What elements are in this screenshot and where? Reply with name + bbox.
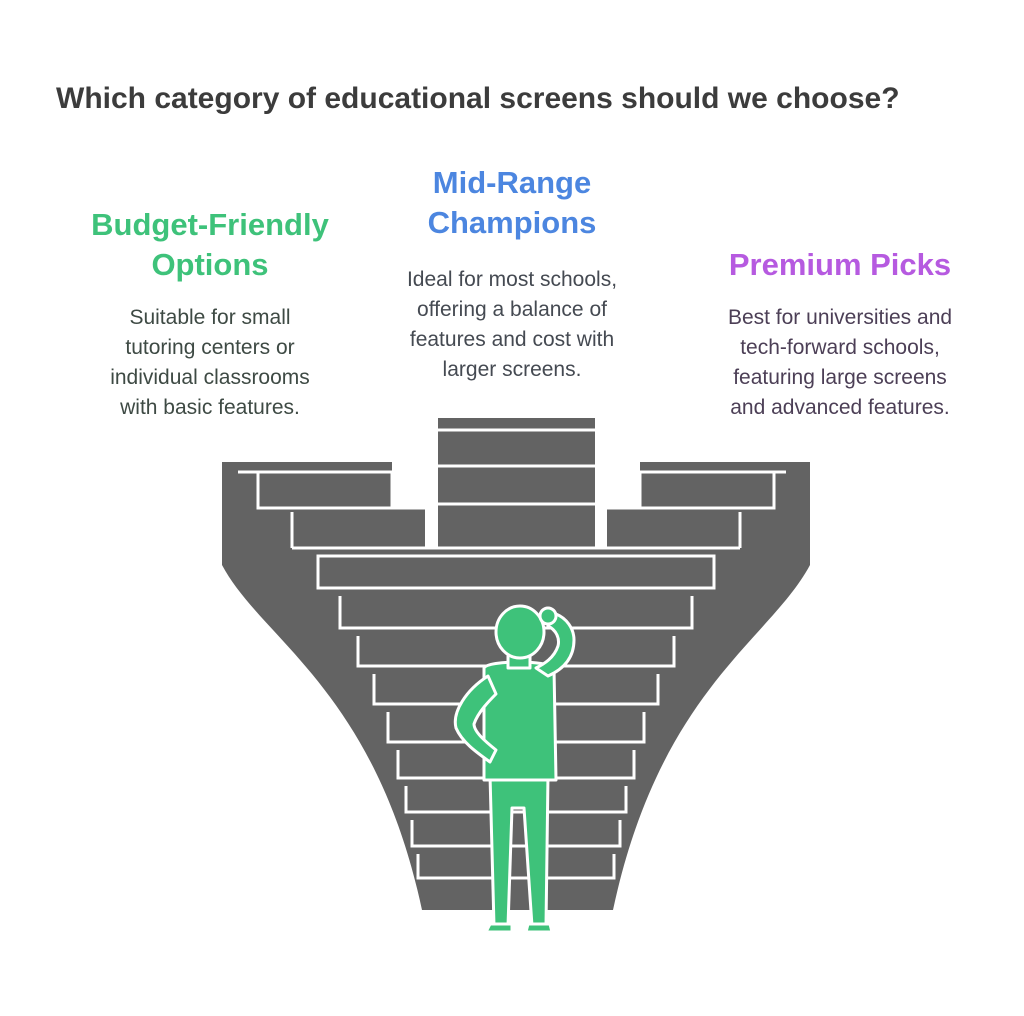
option-title: Budget-Friendly Options — [91, 207, 329, 282]
person-scratching-head-icon — [453, 604, 576, 934]
option-title: Mid-Range Champions — [427, 165, 597, 240]
option-description: Suitable for small tutoring centers or i… — [110, 306, 310, 419]
option-description: Best for universities and tech-forward s… — [727, 306, 953, 419]
page-title: Which category of educational screens sh… — [56, 82, 900, 115]
option-title: Premium Picks — [728, 247, 952, 282]
option-mid-range: Mid-Range Champions Ideal for most schoo… — [340, 163, 684, 385]
option-premium: Premium Picks Best for universities and … — [680, 245, 1000, 423]
option-budget-friendly: Budget-Friendly Options Suitable for sma… — [40, 205, 380, 423]
option-description: Ideal for most schools, offering a balan… — [406, 268, 618, 381]
